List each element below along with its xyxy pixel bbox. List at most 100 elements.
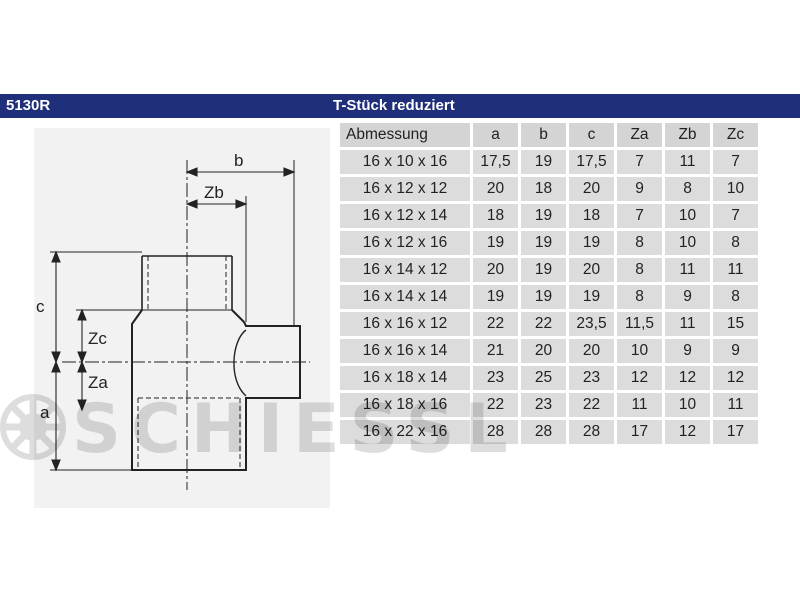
value-cell: 23 <box>569 366 614 390</box>
value-cell: 19 <box>473 231 518 255</box>
bottom-pipe <box>137 397 241 470</box>
value-cell: 8 <box>617 285 662 309</box>
value-cell: 10 <box>617 339 662 363</box>
dimension-cell: 16 x 12 x 16 <box>340 231 470 255</box>
dimension-cell: 16 x 18 x 16 <box>340 393 470 417</box>
value-cell: 9 <box>665 285 710 309</box>
article-title: T-Stück reduziert <box>333 97 455 114</box>
value-cell: 7 <box>617 204 662 228</box>
column-header: c <box>569 123 614 147</box>
value-cell: 10 <box>665 204 710 228</box>
label-c: c <box>36 297 45 316</box>
label-a: a <box>40 403 50 422</box>
dimension-cell: 16 x 10 x 16 <box>340 150 470 174</box>
label-zb: Zb <box>204 183 224 202</box>
column-header: Zc <box>713 123 758 147</box>
dimension-cell: 16 x 14 x 14 <box>340 285 470 309</box>
value-cell: 20 <box>569 258 614 282</box>
extension-lines <box>50 160 295 471</box>
value-cell: 19 <box>521 258 566 282</box>
dimension-cell: 16 x 16 x 12 <box>340 312 470 336</box>
value-cell: 11 <box>713 393 758 417</box>
value-cell: 19 <box>521 150 566 174</box>
dimension-cell: 16 x 16 x 14 <box>340 339 470 363</box>
value-cell: 7 <box>713 150 758 174</box>
value-cell: 17,5 <box>473 150 518 174</box>
dimension-cell: 16 x 12 x 14 <box>340 204 470 228</box>
value-cell: 10 <box>665 393 710 417</box>
value-cell: 9 <box>713 339 758 363</box>
value-cell: 12 <box>713 366 758 390</box>
value-cell: 20 <box>473 258 518 282</box>
value-cell: 28 <box>521 420 566 444</box>
value-cell: 23,5 <box>569 312 614 336</box>
value-cell: 20 <box>569 339 614 363</box>
value-cell: 25 <box>521 366 566 390</box>
value-cell: 11 <box>665 312 710 336</box>
dimension-cell: 16 x 12 x 12 <box>340 177 470 201</box>
column-header: Za <box>617 123 662 147</box>
value-cell: 15 <box>713 312 758 336</box>
article-code: 5130R <box>6 97 51 114</box>
dimension-cell: 16 x 14 x 12 <box>340 258 470 282</box>
value-cell: 28 <box>473 420 518 444</box>
value-cell: 18 <box>521 177 566 201</box>
value-cell: 22 <box>569 393 614 417</box>
value-cell: 23 <box>473 366 518 390</box>
value-cell: 17 <box>617 420 662 444</box>
label-b: b <box>234 151 243 170</box>
value-cell: 7 <box>617 150 662 174</box>
column-header: Abmessung <box>340 123 470 147</box>
center-lines <box>62 160 310 490</box>
value-cell: 11 <box>713 258 758 282</box>
column-header: b <box>521 123 566 147</box>
value-cell: 19 <box>521 231 566 255</box>
value-cell: 9 <box>665 339 710 363</box>
value-cell: 9 <box>617 177 662 201</box>
value-cell: 11 <box>665 258 710 282</box>
value-cell: 12 <box>617 366 662 390</box>
value-cell: 19 <box>569 231 614 255</box>
value-cell: 19 <box>569 285 614 309</box>
value-cell: 17,5 <box>569 150 614 174</box>
value-cell: 20 <box>521 339 566 363</box>
value-cell: 10 <box>665 231 710 255</box>
label-zc: Zc <box>88 329 107 348</box>
value-cell: 8 <box>665 177 710 201</box>
dimension-cell: 16 x 18 x 14 <box>340 366 470 390</box>
header-bar: 5130R T-Stück reduziert <box>0 94 800 118</box>
value-cell: 19 <box>521 285 566 309</box>
value-cell: 11 <box>617 393 662 417</box>
dimension-cell: 16 x 22 x 16 <box>340 420 470 444</box>
value-cell: 10 <box>713 177 758 201</box>
value-cell: 22 <box>473 312 518 336</box>
value-cell: 22 <box>521 312 566 336</box>
value-cell: 8 <box>713 231 758 255</box>
value-cell: 7 <box>713 204 758 228</box>
dimension-lines <box>51 167 296 472</box>
column-header: Zb <box>665 123 710 147</box>
value-cell: 8 <box>713 285 758 309</box>
column-header: a <box>473 123 518 147</box>
value-cell: 20 <box>473 177 518 201</box>
value-cell: 18 <box>569 204 614 228</box>
value-cell: 20 <box>569 177 614 201</box>
label-za: Za <box>88 373 108 392</box>
value-cell: 11 <box>665 150 710 174</box>
value-cell: 28 <box>569 420 614 444</box>
tee-fitting-drawing: b Zb c Zc Za a <box>36 151 310 490</box>
value-cell: 11,5 <box>617 312 662 336</box>
value-cell: 8 <box>617 258 662 282</box>
value-cell: 22 <box>473 393 518 417</box>
